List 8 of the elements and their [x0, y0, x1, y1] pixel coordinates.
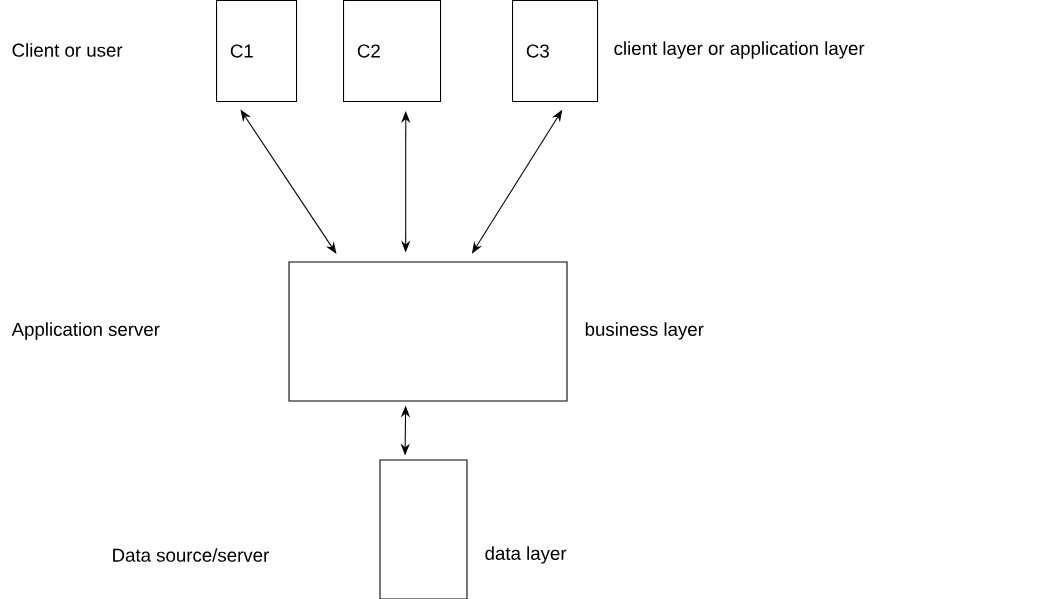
server-box — [379, 459, 468, 599]
client-box: C3 — [512, 0, 599, 103]
server-box — [288, 261, 568, 402]
client-box: C2 — [343, 0, 442, 103]
layer-label: Application server — [11, 322, 160, 340]
layer-label: Data source/server — [113, 548, 269, 562]
client-box: C1 — [216, 0, 298, 103]
layer-label: Client or user — [12, 43, 123, 57]
